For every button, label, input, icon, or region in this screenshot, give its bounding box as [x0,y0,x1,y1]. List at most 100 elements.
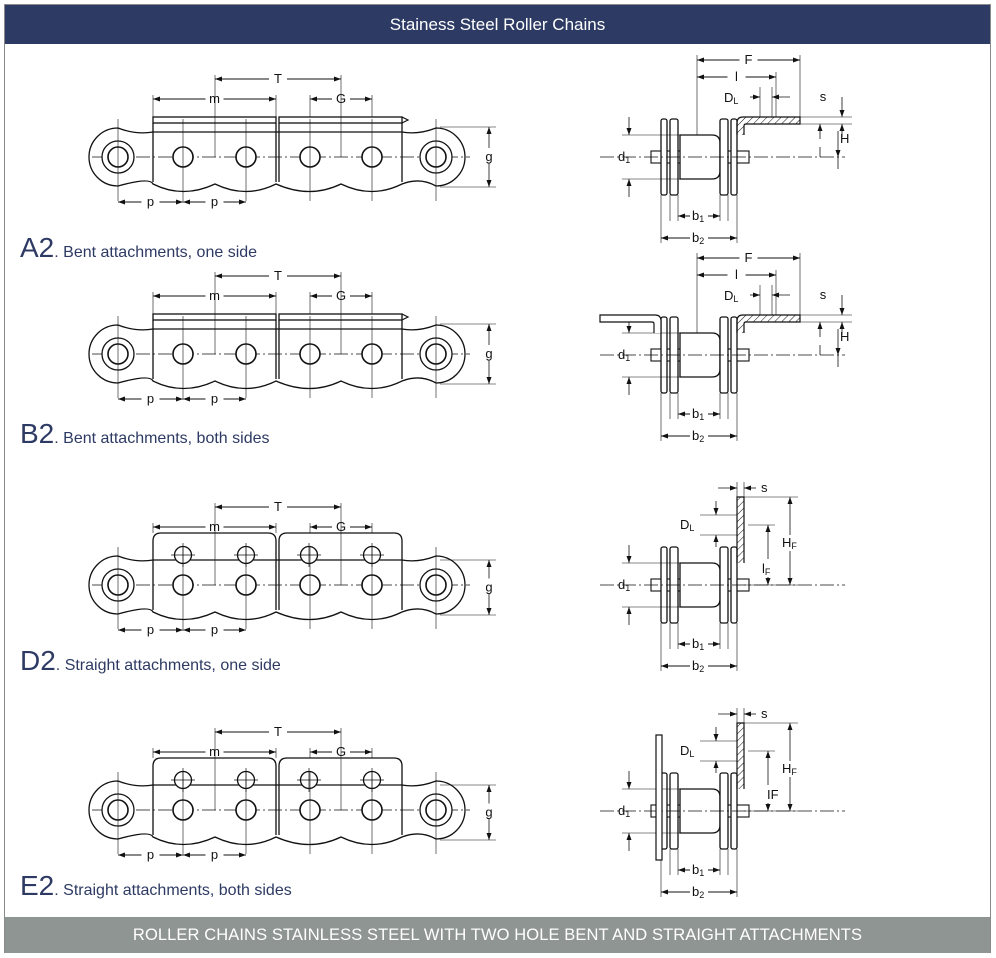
dim-G-arrow-left [310,293,317,299]
dim-b1-label: b1 [692,208,704,224]
straight-attachment-right [736,722,745,789]
attachment-plate-2 [278,532,403,610]
dim-b1-label-sub: 1 [699,642,704,652]
attachment-plate-1 [152,313,277,321]
dim-T-arrow-left [215,729,222,735]
dim-m-arrow-right [269,524,276,530]
chain-plate-outline [88,127,466,193]
dim-HF-label-main: H [782,535,791,550]
dim-G-arrow-right [365,749,372,755]
dim-s-arrow-left [730,485,737,491]
dim-p-2-label: p [211,391,218,406]
dim-b2-label-sub: 2 [699,890,704,900]
dim-d1-label-sub: 1 [625,155,630,165]
dim-DL-label: DL [724,90,738,106]
dim-HF-label: HF [782,761,797,777]
dim-b1-label: b1 [692,862,704,878]
dim-g-label: g [485,346,492,361]
dim-p-2-arrow-right [239,396,246,402]
dim-p-1-label: p [147,622,154,637]
dim-G-arrow-left [310,524,317,530]
dim-d1-label-sub: 1 [625,353,630,363]
dim-d1-arrow-top [626,782,632,789]
dim-s-arrow-top [839,308,845,315]
dim-b2-label: b2 [692,884,704,900]
dim-s-arrow-left [730,711,737,717]
dim-m-arrow-left [153,524,160,530]
dim-l-arrow-left [697,74,704,80]
dim-b2-label-sub: 2 [699,434,704,444]
dim-p-1-arrow-right [176,852,183,858]
dim-p-2-arrow-left [183,627,190,633]
dim-d1-arrow-top [626,326,632,333]
dim-lF-arrow-top [765,751,771,758]
dim-HF-label-main: H [782,761,791,776]
dim-T-arrow-right [334,729,341,735]
dim-b1-label: b1 [692,406,704,422]
attachment-plate-side [278,123,403,182]
dim-g-arrow-bottom [486,377,492,384]
dim-l-arrow-right [769,74,776,80]
bent-attachment-left [599,314,662,333]
dim-lF-label-main: l [762,561,765,576]
attachment-plate-side [152,320,277,379]
dim-b1-label: b1 [692,636,704,652]
dim-lF-arrow-bottom [765,578,771,585]
straight-attachment-right [736,496,745,563]
dim-d1-arrow-bottom [626,833,632,840]
dim-DL-arrow-left [753,94,760,100]
dim-T-arrow-left [215,273,222,279]
dim-b1-arrow-right [713,213,720,219]
dim-b2-label: b2 [692,428,704,444]
dim-b1-arrow-left [678,411,685,417]
dim-p-2-label: p [211,622,218,637]
dim-b2-label-main: b [692,428,699,443]
dim-p-1-arrow-right [176,627,183,633]
dim-d1-label: d1 [618,803,630,819]
dim-F-arrow-left [697,255,704,261]
dim-b2-label-main: b [692,230,699,245]
dim-T-arrow-left [215,504,222,510]
dim-d1-arrow-bottom [626,607,632,614]
dim-g-label: g [485,580,492,595]
dim-DL-arrow-bottom [713,535,719,542]
dim-l-label: l [735,267,738,282]
dim-G-label: G [336,91,346,106]
dim-l-arrow-right [769,272,776,278]
dim-H-arrow-top [817,322,823,329]
dim-DL-label-main: D [724,90,733,105]
dim-DL-label: DL [680,517,694,533]
dim-b2-arrow-right [730,663,737,669]
dim-s-arrow-bottom [839,322,845,329]
dim-b2-arrow-right [730,433,737,439]
dim-p-1-arrow-left [118,852,125,858]
dim-F-label: F [745,250,753,265]
dim-T-arrow-right [334,273,341,279]
dim-d1-arrow-top [626,556,632,563]
attachment-plate-1 [152,757,277,835]
dim-s-label: s [761,706,768,721]
dim-p-2-arrow-right [239,627,246,633]
dim-G-label: G [336,288,346,303]
attachment-plate-2 [278,116,403,124]
dim-p-1-arrow-left [118,199,125,205]
dim-DL-label-sub: L [733,294,738,304]
dim-d1-label-main: d [618,577,625,592]
dim-DL-arrow-right [772,94,779,100]
dim-T-label: T [274,71,282,86]
dim-g-arrow-top [486,560,492,567]
dim-s-label: s [761,480,768,495]
dim-l-label: l [735,69,738,84]
dim-g-gap [482,345,496,360]
dim-g-label: g [485,149,492,164]
dim-s-arrow-right [744,711,751,717]
dim-T-arrow-right [334,76,341,82]
dim-p-2-arrow-left [183,199,190,205]
dim-HF-arrow-top [787,723,793,730]
dim-lF-label: lF [762,561,771,577]
dim-G-label: G [336,744,346,759]
attachment-plate-1 [152,532,277,610]
